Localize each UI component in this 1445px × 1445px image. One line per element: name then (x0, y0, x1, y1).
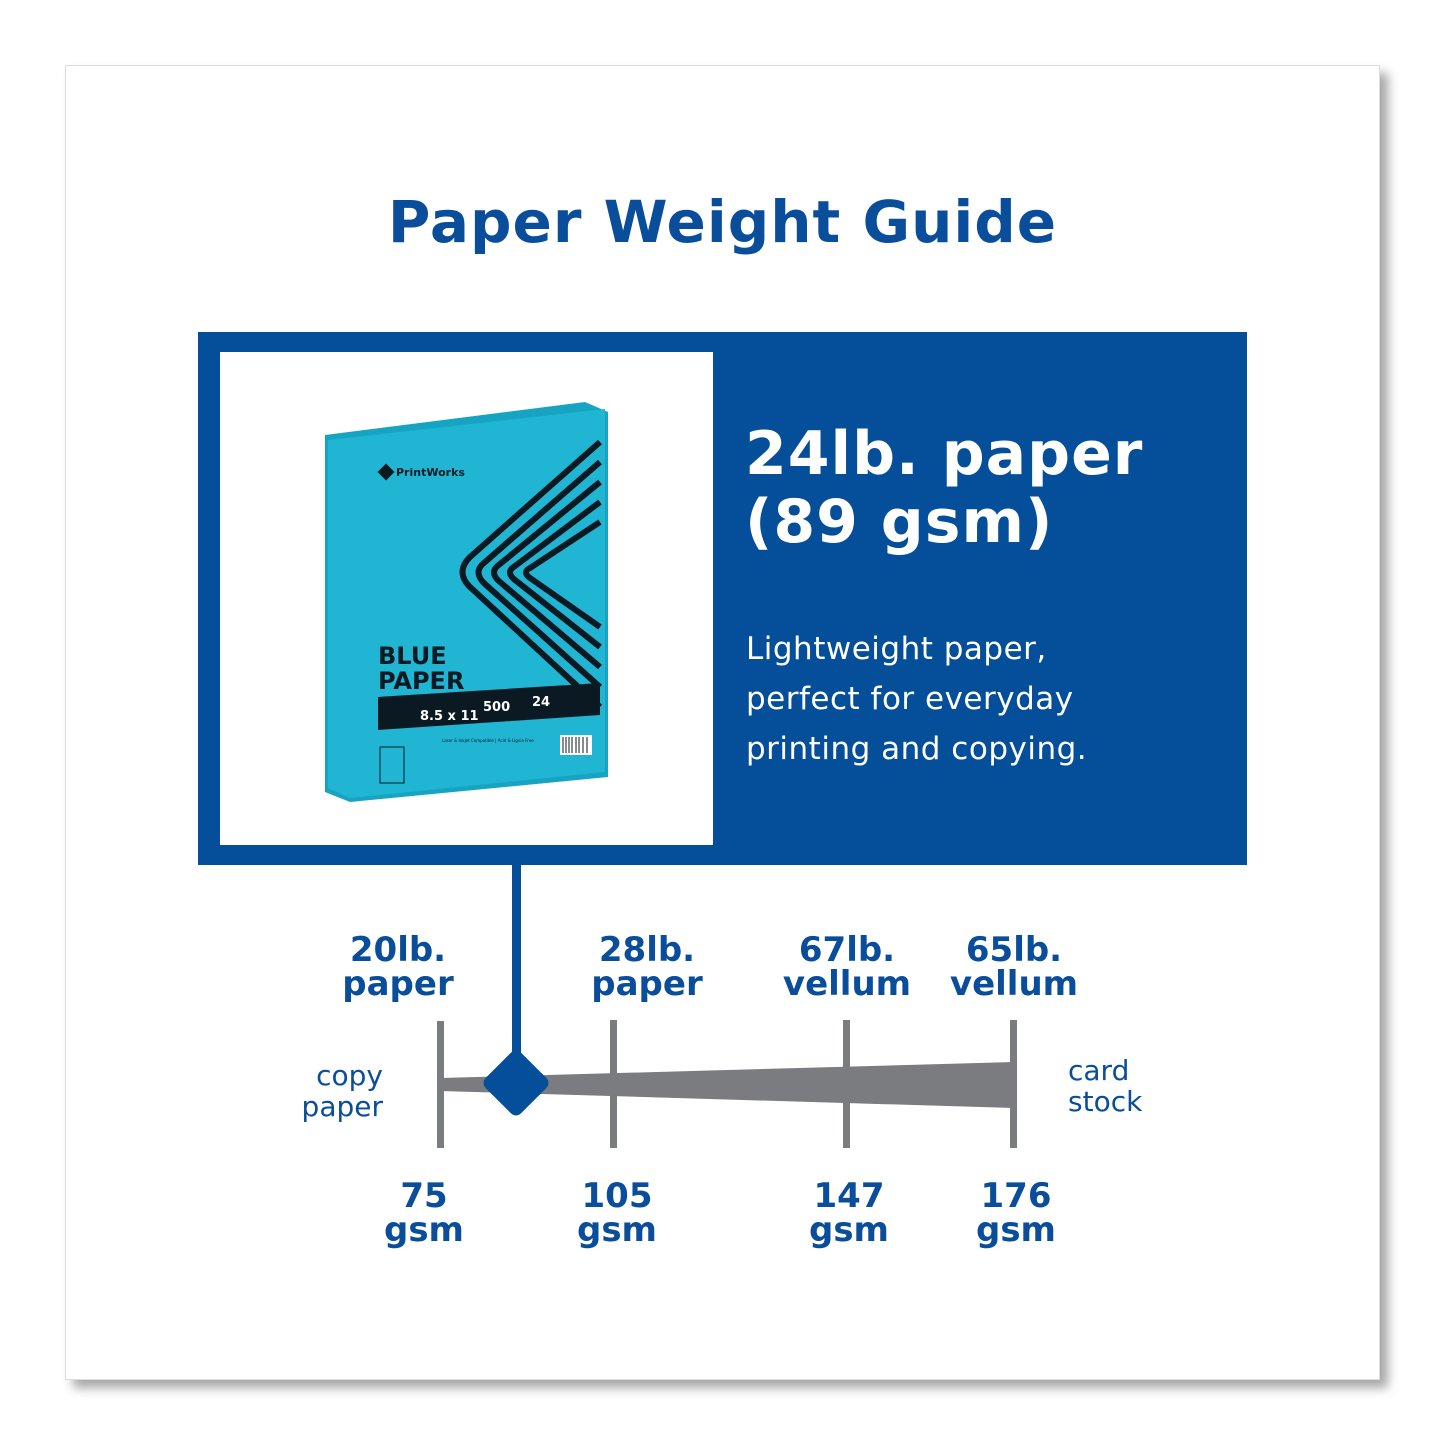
highlight-gsm: (89 gsm) (745, 487, 1054, 557)
product-size: 8.5 x 11 (420, 709, 479, 724)
scale-tick (437, 1021, 444, 1148)
product-count: 500 (483, 700, 510, 715)
highlight-description: Lightweight paper, perfect for everyday … (746, 624, 1087, 774)
label-line: stock (1068, 1085, 1143, 1118)
card-stock-label: card stock (1068, 1055, 1142, 1117)
highlight-weight: 24lb. paper (745, 419, 1144, 489)
copy-paper-label: copy paper (283, 1060, 383, 1122)
product-name-line1: BLUE (378, 642, 447, 670)
tick-label-top: 67lb.vellum (747, 933, 947, 1001)
desc-line: printing and copying. (746, 731, 1088, 767)
tick-weight: 20lb. (349, 930, 447, 970)
highlight-title: 24lb. paper (89 gsm) (745, 420, 1143, 556)
tick-kind: vellum (949, 964, 1079, 1004)
tick-label-top: 20lb.paper (298, 933, 498, 1001)
tick-gsm: 147 (813, 1176, 885, 1216)
desc-line: Lightweight paper, (746, 631, 1047, 667)
desc-line: perfect for everyday (746, 681, 1074, 717)
scale-tick (1010, 1020, 1017, 1148)
scale-wedge (440, 1062, 1014, 1108)
tick-kind: vellum (782, 964, 912, 1004)
scale-tick (610, 1020, 617, 1148)
tick-gsm: 75 (400, 1176, 448, 1216)
product-tagline: Laser & Inkjet Compatible | Acid & Ligni… (442, 738, 534, 743)
tick-weight: 65lb. (965, 930, 1063, 970)
label-line: copy (316, 1059, 383, 1092)
tick-kind: paper (342, 964, 454, 1004)
tick-label-top: 65lb.vellum (914, 933, 1114, 1001)
paper-ream-illustration: PrintWorks BLUE PAPER 8.5 x 11 500 24 La… (325, 402, 608, 802)
page-title: Paper Weight Guide (387, 188, 1058, 256)
label-line: paper (301, 1090, 383, 1123)
marker-connector (512, 865, 521, 1055)
product-image: PrintWorks BLUE PAPER 8.5 x 11 500 24 La… (220, 352, 713, 845)
tick-weight: 28lb. (598, 930, 696, 970)
highlight-panel: PrintWorks BLUE PAPER 8.5 x 11 500 24 La… (198, 332, 1247, 865)
label-line: card (1068, 1054, 1130, 1087)
product-name-line2: PAPER (378, 667, 464, 695)
current-marker-diamond (483, 1050, 549, 1116)
tick-kind: paper (591, 964, 703, 1004)
product-type: 24 (532, 695, 550, 710)
scale-tick (843, 1020, 850, 1148)
tick-gsm: 176 (980, 1176, 1052, 1216)
tick-weight: 67lb. (798, 930, 896, 970)
brand-logo-text: PrintWorks (396, 466, 465, 479)
tick-label-top: 28lb.paper (547, 933, 747, 1001)
tick-gsm: 105 (581, 1176, 653, 1216)
